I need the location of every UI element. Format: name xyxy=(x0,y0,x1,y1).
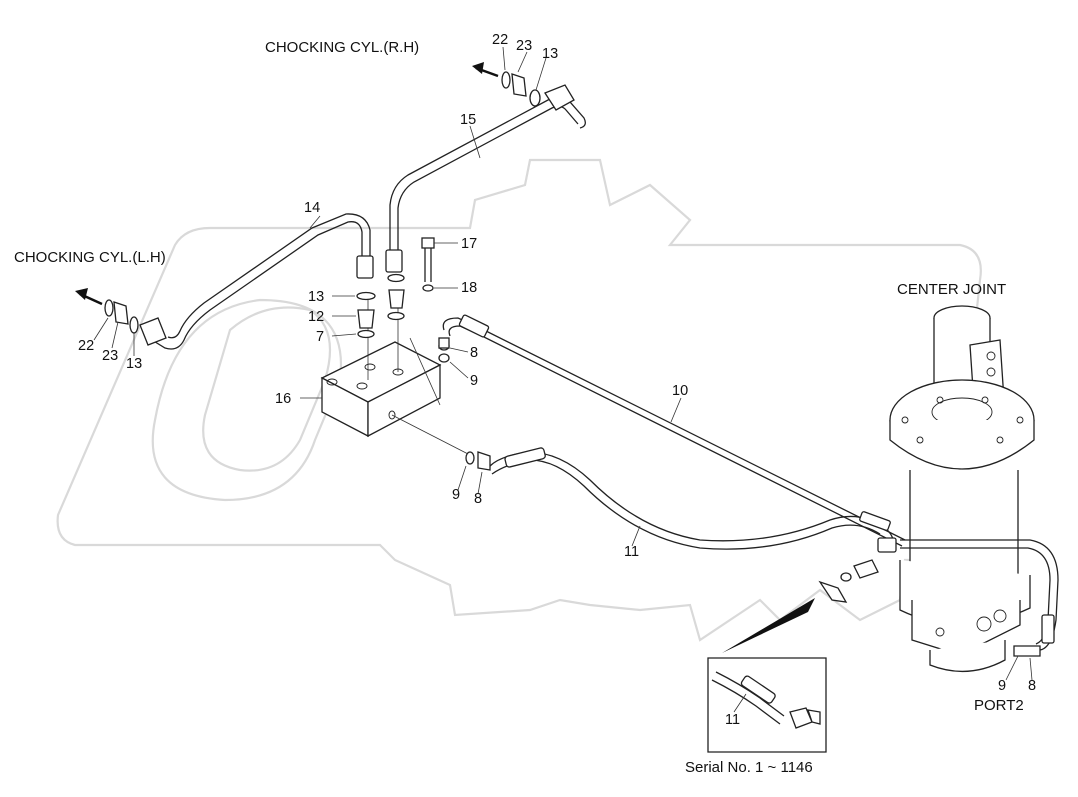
tube-14 xyxy=(139,213,374,350)
loose-fittings xyxy=(818,559,879,603)
label-serial: Serial No. 1 ~ 1146 xyxy=(685,759,813,776)
callout-23-lh: 23 xyxy=(102,348,118,364)
callout-18: 18 xyxy=(461,280,477,296)
label-chocking-rh: CHOCKING CYL.(R.H) xyxy=(265,39,419,56)
callout-10: 10 xyxy=(672,383,688,399)
leader-lines xyxy=(93,46,1033,713)
label-center-joint: CENTER JOINT xyxy=(897,281,1006,298)
callout-14: 14 xyxy=(304,200,320,216)
callout-9-upper: 9 xyxy=(470,373,478,389)
tube-15 xyxy=(385,84,586,273)
callout-7: 7 xyxy=(316,329,324,345)
callout-11: 11 xyxy=(624,544,639,560)
callout-13-lh: 13 xyxy=(126,356,142,372)
callout-9-lower: 9 xyxy=(452,487,460,503)
fittings-8-9-upper xyxy=(438,337,450,363)
callout-12: 12 xyxy=(308,309,324,325)
callout-8-upper: 8 xyxy=(470,345,478,361)
serial-inset xyxy=(707,598,827,753)
callout-22-rh: 22 xyxy=(492,32,508,48)
bolt-17-18 xyxy=(421,237,435,292)
callout-8-port2: 8 xyxy=(1028,678,1036,694)
callout-9-port2: 9 xyxy=(998,678,1006,694)
fittings-8-9-lower xyxy=(465,451,491,471)
label-chocking-lh: CHOCKING CYL.(L.H) xyxy=(14,249,166,266)
fittings-12-13-7 xyxy=(356,273,405,339)
rh-fittings xyxy=(472,62,541,107)
callout-22-lh: 22 xyxy=(78,338,94,354)
callout-13-block: 13 xyxy=(308,289,324,305)
callout-11-inset: 11 xyxy=(725,712,740,728)
hose-port2 xyxy=(900,539,1059,657)
callout-17: 17 xyxy=(461,236,477,252)
watermark-logo xyxy=(56,158,982,642)
callout-23-rh: 23 xyxy=(516,38,532,54)
callout-8-lower: 8 xyxy=(474,491,482,507)
hose-10 xyxy=(442,314,906,547)
callout-13-rh: 13 xyxy=(542,46,558,62)
center-joint xyxy=(889,305,1035,673)
callout-15: 15 xyxy=(460,112,476,128)
hose-11 xyxy=(489,447,897,553)
callout-16: 16 xyxy=(275,391,291,407)
label-port2: PORT2 xyxy=(974,697,1024,714)
lh-fittings xyxy=(75,288,139,334)
